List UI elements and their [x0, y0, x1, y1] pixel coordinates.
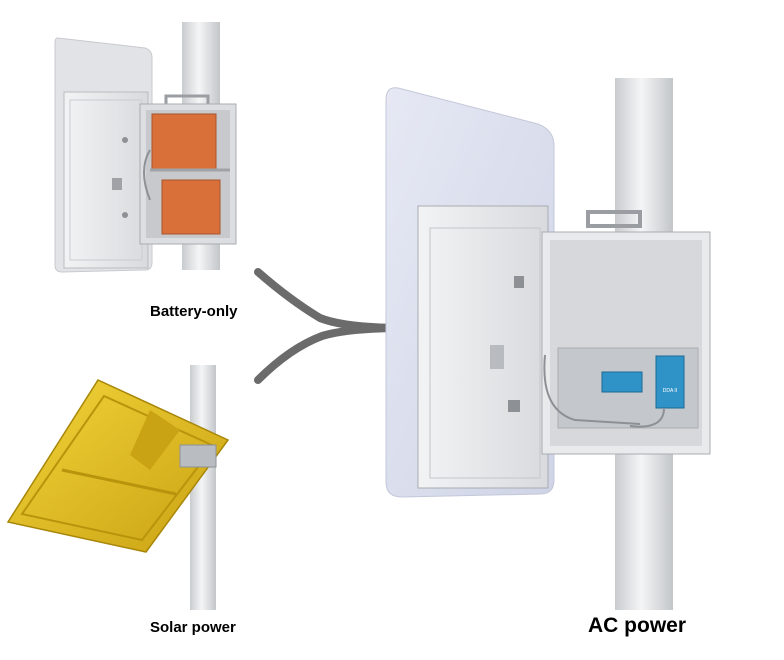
ac-unit-handle: [586, 210, 642, 228]
ac-power-module: [655, 355, 685, 409]
solar-power-label: Solar power: [150, 619, 236, 636]
battery-only-unit: [54, 22, 237, 273]
arrow-upper-curve: [254, 268, 409, 332]
battery-only-label: Battery-only: [150, 303, 238, 320]
battery-bottom: [161, 179, 221, 235]
ac-module-label: DDA II: [663, 388, 677, 394]
arrow-lower-curve: [254, 324, 409, 384]
ac-power-label: AC power: [588, 614, 687, 637]
ac-power-unit: DDA II: [385, 78, 711, 610]
solar-pole: [190, 365, 216, 610]
battery-unit-open-door: [63, 91, 149, 269]
battery-top: [151, 113, 217, 171]
solar-mount-bracket: [179, 444, 217, 468]
ac-terminal-block: [601, 371, 643, 393]
solar-panel: [6, 379, 230, 553]
solar-power-unit: [6, 365, 230, 610]
ac-unit-open-door: [417, 205, 549, 489]
